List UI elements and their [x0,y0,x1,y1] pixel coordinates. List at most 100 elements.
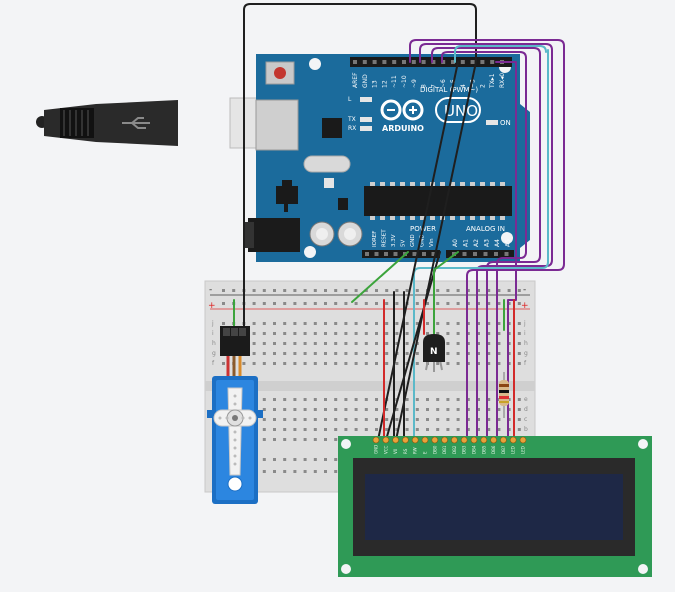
digital-pin-label: RX◂0 [499,73,506,88]
row-letter: b [524,426,528,433]
wire-purple [409,39,565,441]
header-pin [421,60,426,64]
header-pin [402,60,406,64]
header-pin [431,60,436,64]
header-pin [473,252,477,256]
row-letter: i [524,330,526,337]
digital-pin-label: 13 [372,80,379,88]
analog-header-label: ANALOG IN [466,225,505,233]
lcd-pin [411,436,419,444]
lcd-pin [431,436,439,444]
resistor [499,372,509,418]
rail-plus-label: + [208,301,216,311]
digital-pin-label: ~11 [391,75,398,88]
lcd-pin [519,436,527,444]
mount-hole [304,246,316,258]
row-letter: h [524,340,528,347]
lcd-pin-label: DB4 [472,445,477,454]
digital-pin-label: 12 [381,80,388,88]
rail-minus-label: - [523,285,526,295]
led-label: TX [347,116,356,123]
digital-pin-label: GND [362,74,369,88]
header-pin [374,252,379,256]
wire-black [385,251,441,441]
analog-pin-label: A0 [452,239,459,247]
digital-pin-label: 8 [421,84,428,88]
row-letter: j [523,320,526,327]
lcd-pin-label: E [423,451,428,454]
header-pin [353,60,357,64]
header-pin [460,60,465,64]
lcd-pin [382,436,390,444]
lcd-pin-label: DB6 [491,445,496,454]
rail-plus-label: + [521,301,529,311]
lcd-pin-label: LED [511,446,516,454]
header-pin [462,252,467,256]
header-pin [431,252,436,256]
lcd-pin-label: RS [403,448,408,454]
lcd-pin [402,436,409,444]
reset-button [265,61,295,85]
analog-pin-label: A4 [494,239,501,247]
transistor: N [423,334,445,372]
wire-cyan [454,45,547,63]
lcd-pin-label: DB1 [442,445,447,454]
header-pin [393,252,398,256]
model-label: UNO [444,102,478,120]
row-letter: g [524,350,528,357]
row-letter: g [212,350,216,357]
digital-pin-label: ~3 [470,79,477,88]
led-label: RX [348,125,356,132]
lcd-pin [490,436,497,444]
wire-black [243,3,477,331]
power-header [362,250,440,258]
lcd-pin-label: VCC [383,445,388,454]
status-leds: L TX RX [347,96,372,132]
wire-purple [441,51,527,441]
lcd-pin [500,436,507,444]
header-pin [372,60,377,64]
header-pin [362,60,367,64]
digital-pin-label: ~6 [440,79,447,88]
power-pin-label: 3.3V [391,234,397,247]
power-pin-label: RESET [382,229,388,247]
servo-motor [207,326,263,504]
lcd-pin [392,436,399,444]
wire-green [433,251,459,335]
regulator [276,186,298,204]
lcd-screen [365,474,623,540]
header-pin [411,60,416,64]
power-pin-label: GND [420,234,426,247]
header-pin [384,252,388,256]
row-letter: i [212,330,214,337]
analog-pin-label: A3 [484,239,491,247]
header-pin [412,252,417,256]
wire-purple [431,47,541,441]
header-pin [441,60,446,64]
lcd-pin [509,436,517,444]
lcd-pin [470,436,478,444]
status-led [360,117,372,122]
wire-black [377,61,459,441]
capacitor [309,221,335,247]
digital-pin-label: AREF [352,72,359,88]
header-pin [451,60,455,64]
digital-header-label: DIGITAL (PWM~) [420,86,478,94]
row-letter: d [524,406,528,413]
header-pin [392,60,397,64]
status-led [360,97,372,102]
on-led [486,120,498,125]
rail-minus-label: - [209,285,212,295]
row-letter: e [524,396,528,403]
brand-label: ARDUINO [382,124,424,133]
arduino-logo [380,99,424,121]
analog-header [446,250,514,258]
capacitor [337,221,363,247]
header-pin [504,252,509,256]
led-label: L [348,96,352,103]
usb-chip [322,118,342,138]
header-pin [365,252,369,256]
